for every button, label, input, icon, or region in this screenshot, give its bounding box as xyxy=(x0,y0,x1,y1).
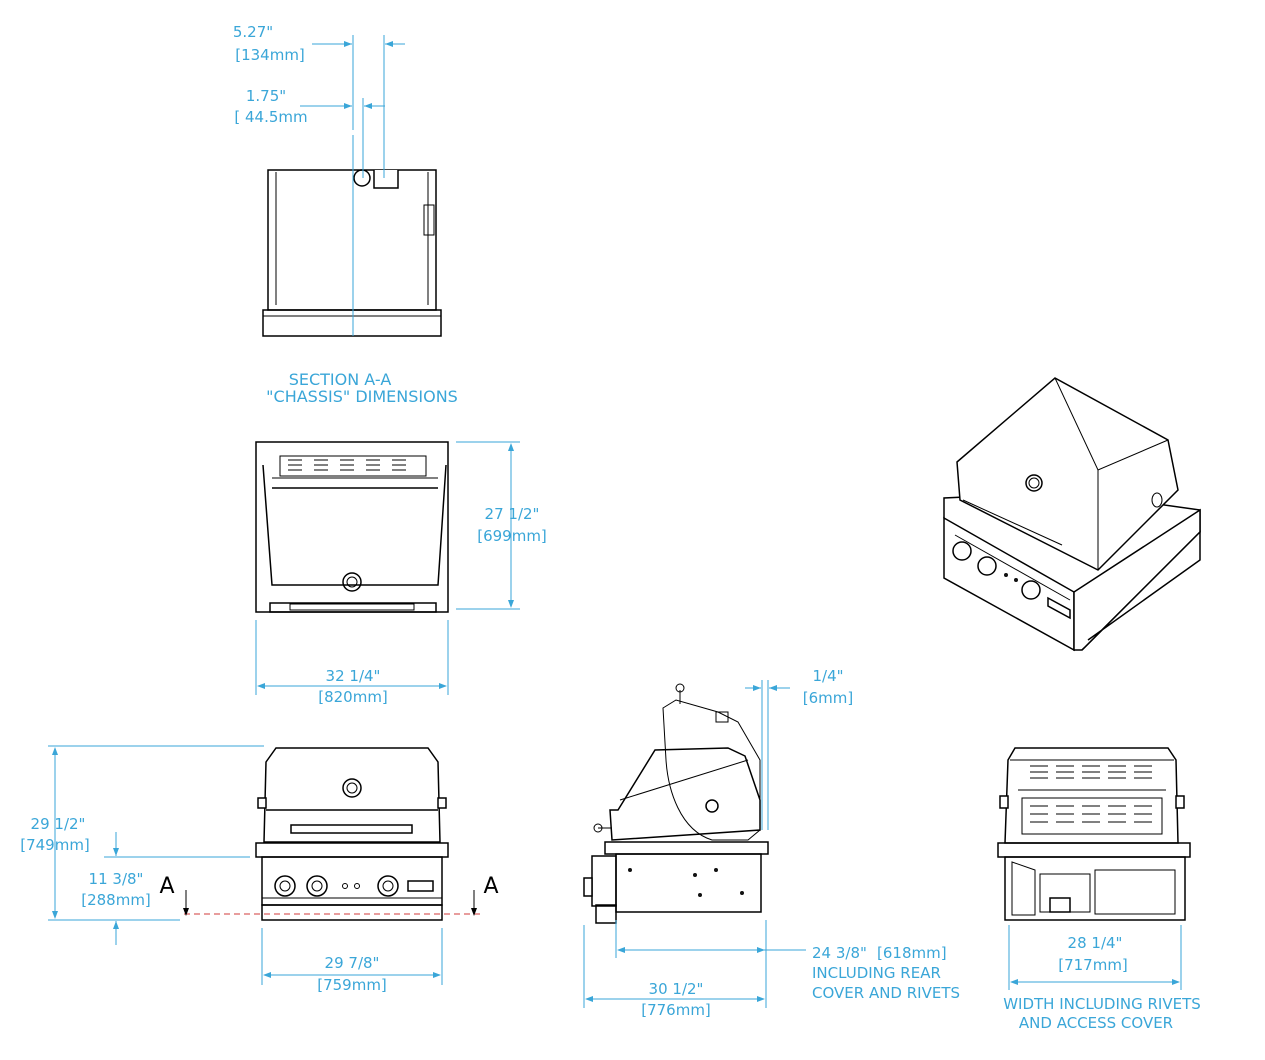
rear-depth-note-line1: INCLUDING REAR xyxy=(812,964,941,982)
side-view-dimensions xyxy=(583,680,806,1008)
base-height-mm: [288mm] xyxy=(81,891,151,909)
rear-view xyxy=(997,747,1191,921)
rear-width-inch: 28 1/4" xyxy=(1068,934,1123,952)
front-width-mm: [759mm] xyxy=(317,976,387,994)
depth-top-inch: 27 1/2" xyxy=(485,505,540,523)
rear-width-note-line1: WIDTH INCLUDING RIVETS xyxy=(1003,995,1201,1013)
width-top-mm: [820mm] xyxy=(318,688,388,706)
front-view-dimensions xyxy=(48,745,443,985)
base-height-inch: 11 3/8" xyxy=(89,870,144,888)
top-view-vents xyxy=(288,459,406,471)
front-view xyxy=(255,747,449,921)
overall-height-mm: [749mm] xyxy=(20,836,90,854)
rear-depth-inch: 24 3/8" xyxy=(812,944,867,962)
chassis-section-view xyxy=(262,35,442,337)
rear-width-mm: [717mm] xyxy=(1058,956,1128,974)
side-view xyxy=(583,683,769,924)
rear-depth-mm: [618mm] xyxy=(877,944,947,962)
chassis-offset-b-inch: 1.75" xyxy=(246,87,286,105)
overall-height-inch: 29 1/2" xyxy=(31,815,86,833)
section-title-line2: "CHASSIS" DIMENSIONS xyxy=(266,387,458,406)
depth-top-mm: [699mm] xyxy=(477,527,547,545)
chassis-offset-a-inch: 5.27" xyxy=(233,23,273,41)
top-view-dimensions xyxy=(255,441,520,695)
side-depth-inch: 30 1/2" xyxy=(649,980,704,998)
section-cut-line xyxy=(183,890,480,916)
rear-depth-note-line2: COVER AND RIVETS xyxy=(812,984,960,1002)
lid-clearance-inch: 1/4" xyxy=(812,667,843,685)
front-width-inch: 29 7/8" xyxy=(325,954,380,972)
top-view xyxy=(255,441,449,613)
rear-view-dimensions xyxy=(1008,925,1182,990)
rear-view-vents xyxy=(1030,765,1152,823)
width-top-inch: 32 1/4" xyxy=(326,667,381,685)
isometric-grill-view xyxy=(943,377,1201,652)
rear-width-note-line2: AND ACCESS COVER xyxy=(1019,1014,1173,1032)
section-marker-left: A xyxy=(159,874,174,899)
chassis-offset-a-mm: [134mm] xyxy=(235,46,305,64)
section-marker-right: A xyxy=(483,874,498,899)
side-depth-mm: [776mm] xyxy=(641,1001,711,1019)
section-title-line1: SECTION A-A xyxy=(289,370,392,389)
chassis-offset-b-mm: [ 44.5mm xyxy=(234,108,307,126)
lid-clearance-mm: [6mm] xyxy=(803,689,853,707)
